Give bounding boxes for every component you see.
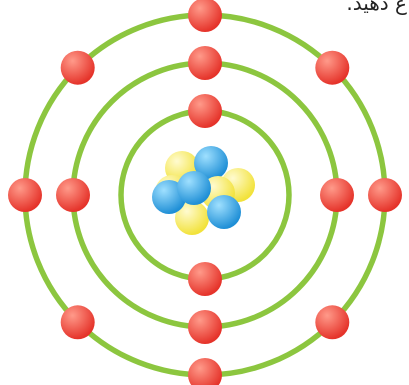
electron-shell-2-4: [56, 178, 90, 212]
nucleus: [152, 146, 255, 235]
electron-shell-2-1: [188, 46, 222, 80]
electron-shell-2-2: [320, 178, 354, 212]
electron-shell-1-2: [188, 262, 222, 296]
electron-shell-1-1: [188, 94, 222, 128]
electrons-group: [8, 0, 402, 385]
proton-6: [175, 201, 209, 235]
electron-shell-3-3: [368, 178, 402, 212]
electron-shell-3-2: [315, 50, 350, 85]
electron-shell-3-6: [60, 305, 95, 340]
electron-shell-3-5: [188, 358, 222, 385]
neutron-8: [177, 171, 211, 205]
electron-shell-3-7: [8, 178, 42, 212]
electron-shell-3-extra: [60, 50, 95, 85]
electron-shell-3-1: [188, 0, 222, 32]
caption-text-fragment: ع دهید.: [346, 0, 407, 15]
electron-shell-3-4: [315, 305, 350, 340]
neutron-2: [194, 146, 228, 180]
neutron-9: [207, 195, 241, 229]
electron-shell-2-3: [188, 310, 222, 344]
